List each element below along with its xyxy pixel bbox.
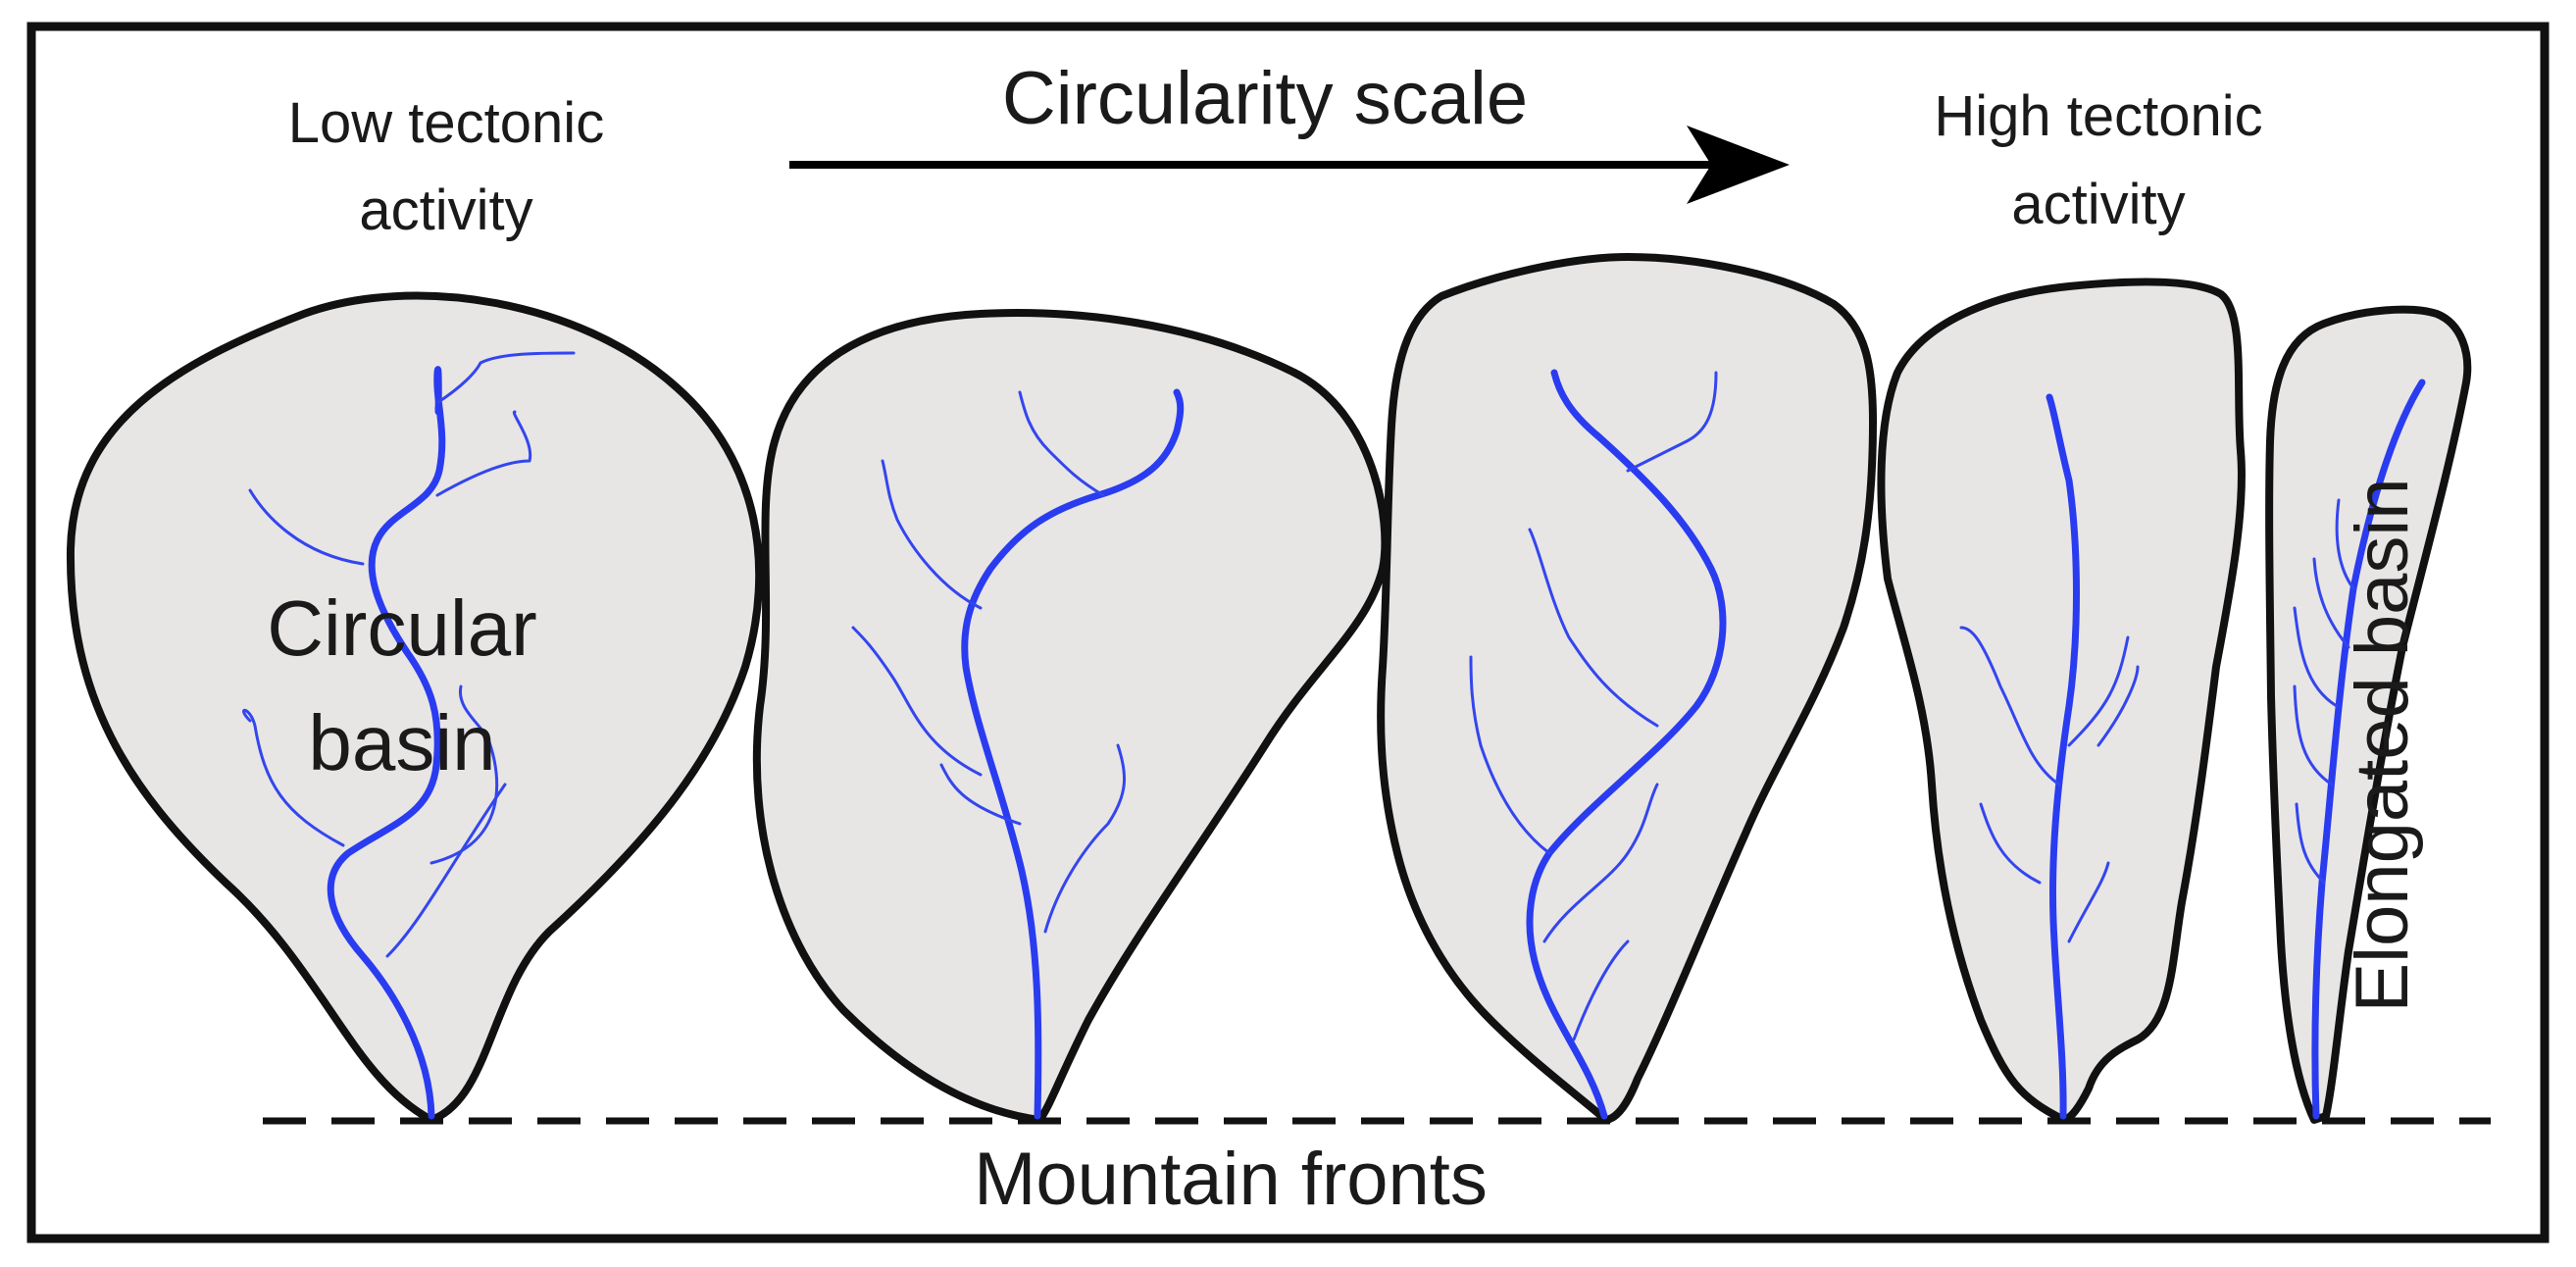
low-activity-label-line1: Low tectonic bbox=[288, 91, 604, 155]
circularity-scale-title: Circularity scale bbox=[1002, 57, 1528, 140]
basin-3 bbox=[1377, 253, 1877, 1124]
circular-basin-label-line2: basin bbox=[308, 699, 495, 786]
basin-elongated: Elongated basin bbox=[2265, 305, 2472, 1124]
basin-2 bbox=[752, 309, 1389, 1124]
circular-basin-label-line1: Circular bbox=[267, 584, 537, 672]
mountain-fronts-label: Mountain fronts bbox=[974, 1138, 1488, 1221]
basin-circular: Circular basin bbox=[66, 291, 764, 1124]
high-activity-label-line1: High tectonic bbox=[1934, 84, 2262, 148]
basin-4 bbox=[1877, 278, 2246, 1124]
high-activity-label-line2: activity bbox=[2011, 173, 2185, 236]
low-activity-label-line2: activity bbox=[359, 178, 532, 242]
elongated-basin-label: Elongated basin bbox=[2341, 478, 2424, 1012]
circularity-scale-arrow bbox=[789, 126, 1790, 204]
